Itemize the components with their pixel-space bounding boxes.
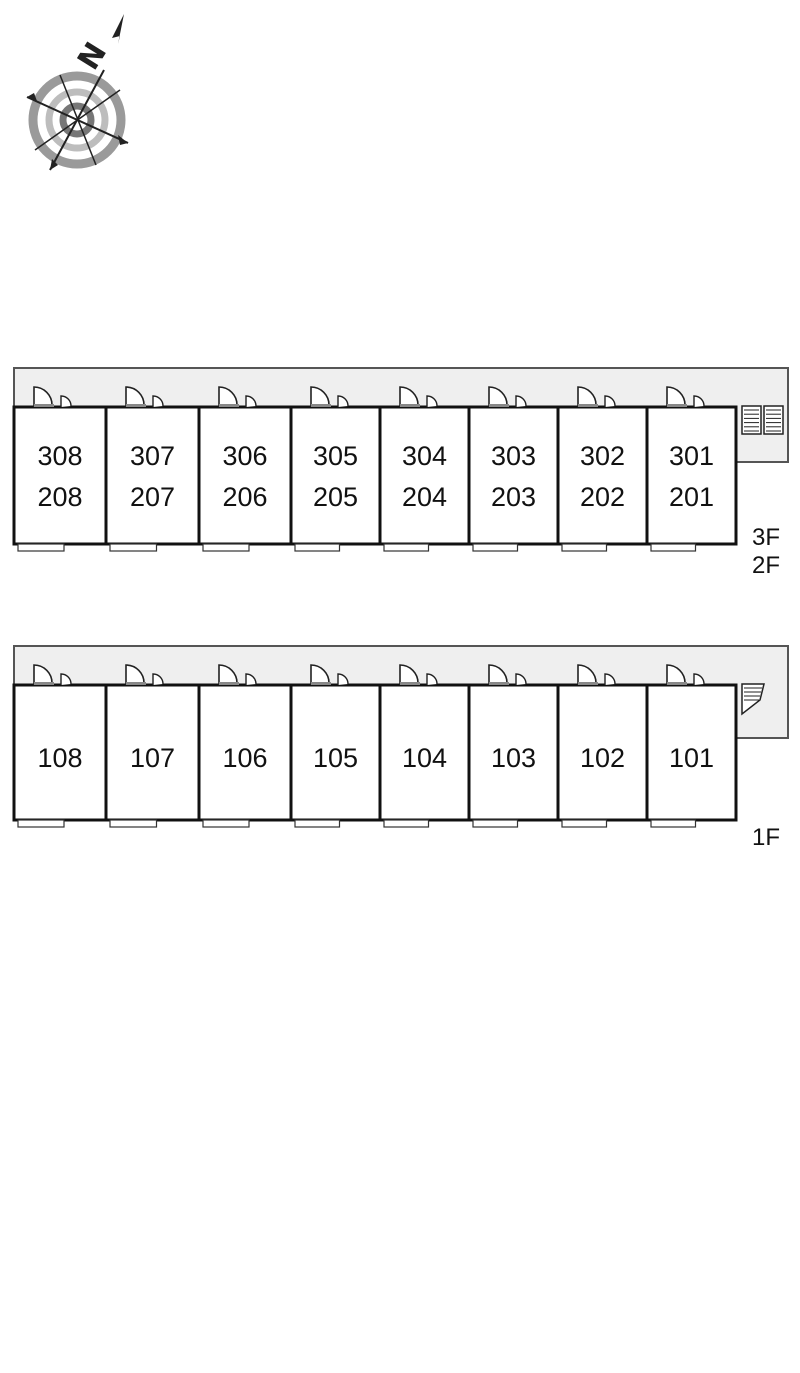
unit-number-lower: 204 — [402, 482, 447, 512]
unit-outline — [289, 405, 382, 546]
unit-outline — [467, 683, 560, 822]
unit-outline — [467, 405, 560, 546]
balcony — [472, 543, 519, 552]
unit-number-upper: 306 — [222, 441, 267, 471]
balcony — [17, 543, 65, 552]
floor-label-3f: 3F — [752, 524, 780, 551]
unit-number-upper: 307 — [130, 441, 175, 471]
balcony — [109, 543, 158, 552]
unit-number: 101 — [669, 743, 714, 773]
lower-unit: 106 — [197, 664, 293, 828]
unit-number-upper: 303 — [491, 441, 536, 471]
unit-number: 103 — [491, 743, 536, 773]
unit-outline — [378, 405, 471, 546]
lower-unit: 103 — [467, 664, 560, 828]
unit-number: 104 — [402, 743, 447, 773]
unit-outline — [197, 683, 293, 822]
unit-outline — [197, 405, 293, 546]
unit-outline — [289, 683, 382, 822]
unit-number-upper: 301 — [669, 441, 714, 471]
compass-rose-icon: N — [26, 14, 129, 171]
unit-number-lower: 201 — [669, 482, 714, 512]
unit-outline — [104, 405, 201, 546]
unit-number-lower: 208 — [37, 482, 82, 512]
unit-number-lower: 203 — [491, 482, 536, 512]
unit-number: 107 — [130, 743, 175, 773]
balcony — [202, 543, 250, 552]
balcony — [561, 819, 608, 828]
lower-unit: 107 — [104, 664, 201, 828]
unit-number: 106 — [222, 743, 267, 773]
balcony — [294, 543, 341, 552]
unit-number: 102 — [580, 743, 625, 773]
unit-number: 105 — [313, 743, 358, 773]
floor-label-2f: 2F — [752, 552, 780, 579]
lower-unit: 102 — [556, 664, 649, 828]
lower-unit: 108 — [12, 664, 108, 828]
upper-floors-block: 3082083072073062063052053042043032033022… — [12, 367, 789, 579]
first-floor-block: 108 107 106 105 104 103 102 101 1F — [12, 645, 789, 851]
compass-north-label: N — [71, 36, 114, 76]
lower-unit: 104 — [378, 664, 471, 828]
unit-number-lower: 206 — [222, 482, 267, 512]
balcony — [294, 819, 341, 828]
unit-number-upper: 304 — [402, 441, 447, 471]
balcony — [650, 819, 697, 828]
lower-unit: 105 — [289, 664, 382, 828]
lower-unit: 101 — [645, 664, 738, 828]
balcony — [202, 819, 250, 828]
balcony — [472, 819, 519, 828]
lower-stair-icon — [741, 683, 765, 716]
upper-stair-icon — [741, 405, 784, 435]
balcony — [17, 819, 65, 828]
balcony — [650, 543, 697, 552]
balcony — [383, 819, 430, 828]
unit-outline — [12, 405, 108, 546]
unit-number-lower: 207 — [130, 482, 175, 512]
balcony — [383, 543, 430, 552]
unit-number-lower: 202 — [580, 482, 625, 512]
unit-outline — [556, 405, 649, 546]
balcony — [561, 543, 608, 552]
unit-number-upper: 305 — [313, 441, 358, 471]
unit-outline — [645, 405, 738, 546]
unit-number: 108 — [37, 743, 82, 773]
unit-number-upper: 302 — [580, 441, 625, 471]
unit-number-lower: 205 — [313, 482, 358, 512]
floor-label-1f: 1F — [752, 824, 780, 851]
unit-outline — [556, 683, 649, 822]
balcony — [109, 819, 158, 828]
unit-number-upper: 308 — [37, 441, 82, 471]
